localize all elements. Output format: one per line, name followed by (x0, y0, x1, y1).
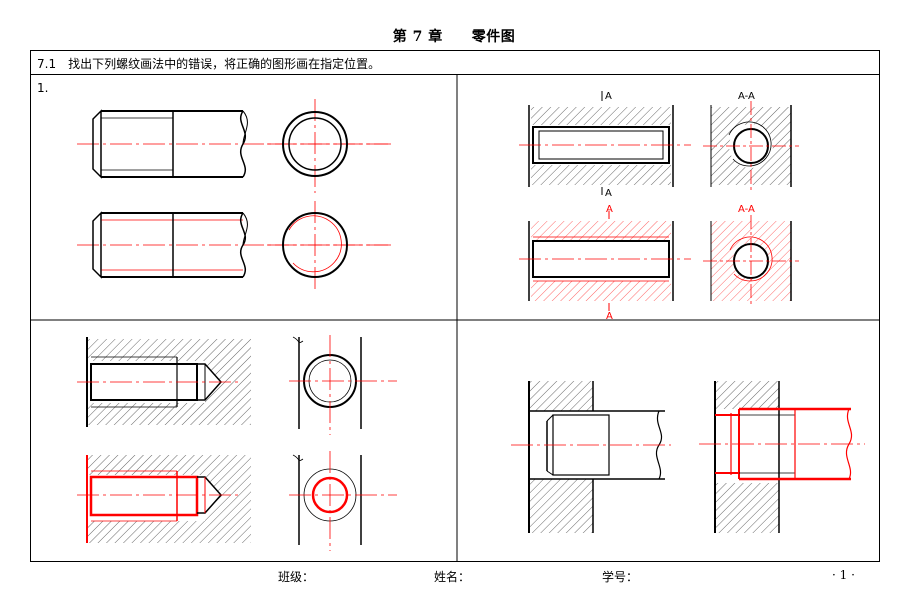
page-title: 第 7 章 零件图 (392, 29, 516, 45)
blind-hole-answer (77, 455, 251, 543)
internal-thread-section-view-original (703, 101, 799, 191)
thread-joint-original (511, 381, 671, 533)
external-thread-original (77, 109, 391, 179)
name-field-label: 姓名： (434, 570, 471, 584)
blind-hole-original (77, 337, 251, 427)
thread-joint-answer (699, 381, 865, 533)
item-number: 1. (37, 81, 49, 95)
drawing-area: A A A-A A A (31, 75, 879, 561)
exercise-instruction: 7.1 找出下列螺纹画法中的错误，将正确的图形画在指定位置。 (37, 57, 381, 71)
student-id-field-label: 学号： (602, 570, 639, 584)
section-marker-top: A (605, 91, 612, 102)
external-thread-answer (77, 211, 391, 279)
blind-hole-end-view-answer (289, 451, 397, 551)
section-view-label-answer: A-A (738, 204, 755, 215)
section-marker-bottom-answer: A (606, 311, 613, 322)
section-marker-top-answer: A (606, 204, 613, 215)
internal-thread-section-original (519, 91, 691, 195)
external-thread-end-view (267, 99, 391, 193)
exercise-sheet: 7.1 找出下列螺纹画法中的错误，将正确的图形画在指定位置。 (30, 50, 880, 562)
internal-thread-section-answer (519, 211, 691, 311)
external-thread-end-view-answer (267, 201, 391, 291)
section-marker-bottom: A (605, 188, 612, 199)
blind-hole-end-view-original (289, 335, 397, 435)
section-view-label: A-A (738, 91, 755, 102)
exercise-header: 7.1 找出下列螺纹画法中的错误，将正确的图形画在指定位置。 (31, 51, 879, 75)
internal-thread-section-view-answer (703, 215, 799, 307)
page-number: · 1 · (832, 568, 855, 582)
class-field-label: 班级： (278, 570, 315, 584)
